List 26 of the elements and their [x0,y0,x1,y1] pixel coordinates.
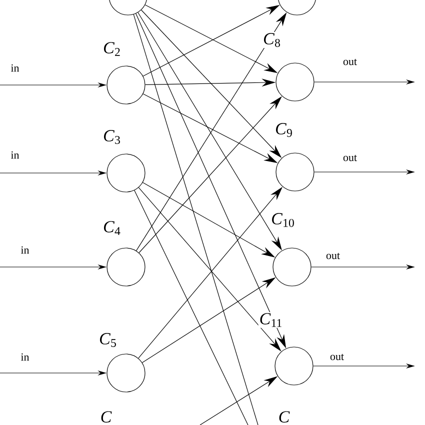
node-label: C [101,411,112,423]
node-label: C$_{8}$ [262,32,282,48]
node-label: C$_{4}$ [102,220,122,236]
neuron-circle [106,154,146,192]
neuron-circle [276,152,314,192]
node-label: C$_{3}$ [102,129,122,145]
node-label: C$_{9}$ [274,122,294,138]
edge-label: in [20,353,30,361]
edge-label: out [330,354,344,360]
neuron-circle [106,66,146,104]
node-label: C [279,411,290,423]
edge-label: out [326,252,340,260]
neuron-circle [272,248,312,286]
edge-label: in [10,151,20,159]
neuron-circle [276,62,314,102]
neuron-circle [106,354,146,392]
node-label: C$_{10}$ [270,212,296,228]
edge-label: out [343,154,357,162]
node-label: C$_{5}$ [98,332,118,348]
edge-label: out [343,58,357,66]
neuron-circle [106,248,146,286]
neuron-circle [274,346,314,386]
edge-label: in [20,246,30,254]
node-label: C$_{11}$ [258,312,284,328]
edge-label: in [10,64,20,72]
node-label: C$_{2}$ [102,41,122,57]
